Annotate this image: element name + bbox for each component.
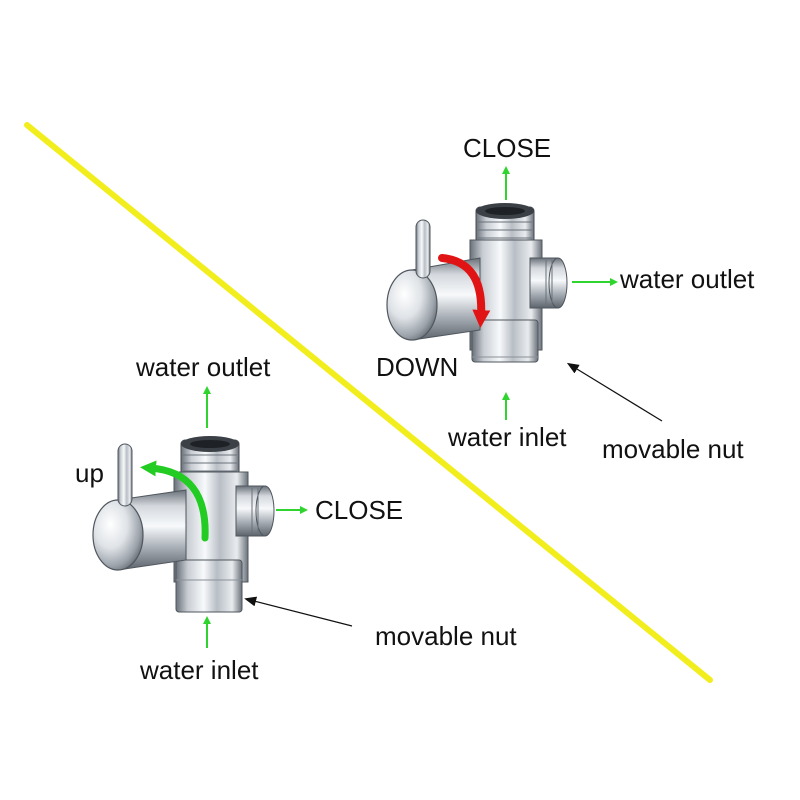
top-valve-close-label: CLOSE [463, 133, 552, 163]
diagonal-divider-line [24, 122, 713, 683]
bottom-valve-inlet-label: water inlet [140, 655, 259, 685]
top-valve-inlet-label: water inlet [448, 422, 567, 452]
top-valve-nut-label: movable nut [602, 434, 744, 464]
top-valve-down-label: DOWN [376, 352, 459, 382]
down-rotation-arrow-icon [438, 254, 491, 328]
bottom-valve-outlet-label: water outlet [136, 352, 271, 382]
top-valve-icon [386, 203, 568, 363]
bottom-valve-icon [92, 436, 275, 613]
top-valve-outlet-label: water outlet [620, 264, 755, 294]
up-rotation-arrow-icon [140, 460, 209, 542]
bottom-valve-up-label: up [75, 458, 104, 488]
bottom-nut-pointer-icon [244, 596, 353, 627]
bottom-valve-close-label: CLOSE [315, 495, 404, 525]
bottom-valve-nut-label: movable nut [375, 621, 517, 651]
top-nut-pointer-icon [566, 362, 663, 422]
